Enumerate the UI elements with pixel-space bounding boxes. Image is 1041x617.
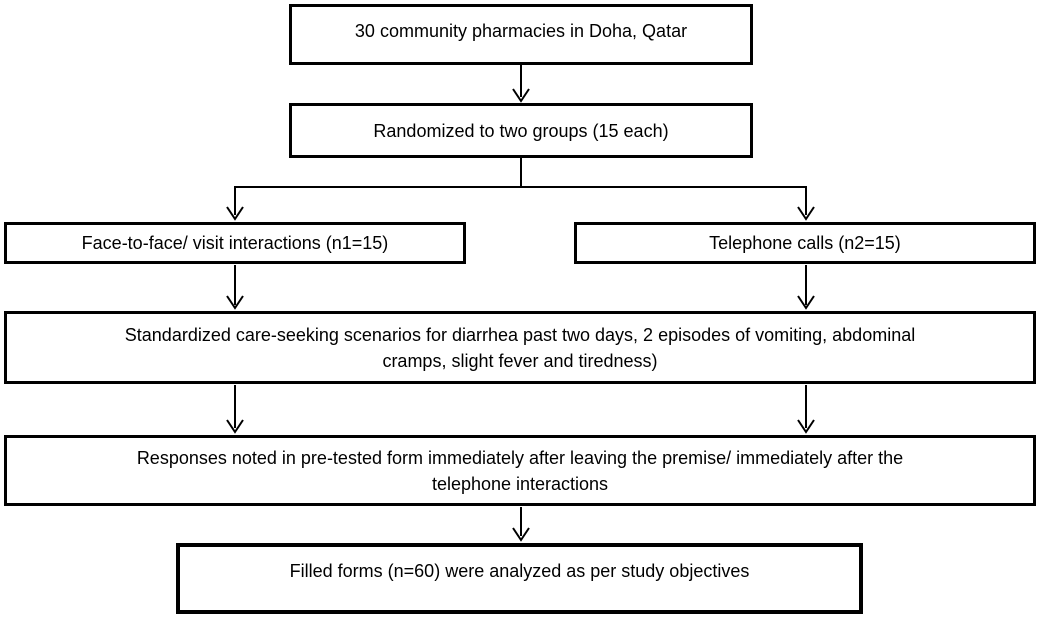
- node-pharmacies: 30 community pharmacies in Doha, Qatar: [289, 4, 753, 65]
- node-analysis: Filled forms (n=60) were analyzed as per…: [176, 543, 863, 614]
- node-responses: Responses noted in pre-tested form immed…: [4, 435, 1036, 506]
- node-randomized: Randomized to two groups (15 each): [289, 103, 753, 158]
- node-face-to-face: Face-to-face/ visit interactions (n1=15): [4, 222, 466, 264]
- node-scenarios-label-line2: cramps, slight fever and tiredness): [382, 350, 658, 371]
- arrow-pharmacies-to-randomized: [512, 65, 530, 103]
- arrow-branch-to-telephone: [797, 186, 815, 221]
- node-scenarios-label-line1: Standardized care-seeking scenarios for …: [124, 324, 916, 345]
- node-telephone-label: Telephone calls (n2=15): [709, 233, 901, 253]
- branch-connector: [235, 158, 806, 188]
- node-face-to-face-label: Face-to-face/ visit interactions (n1=15): [81, 233, 389, 253]
- node-analysis-label: Filled forms (n=60) were analyzed as per…: [289, 561, 750, 581]
- arrow-responses-to-analysis: [512, 507, 530, 542]
- arrow-scenarios-to-responses-left: [226, 385, 244, 434]
- node-responses-label-line2: telephone interactions: [431, 473, 609, 494]
- node-pharmacies-label: 30 community pharmacies in Doha, Qatar: [354, 21, 688, 41]
- arrow-scenarios-to-responses-right: [797, 385, 815, 434]
- node-randomized-label: Randomized to two groups (15 each): [373, 120, 669, 141]
- node-scenarios: Standardized care-seeking scenarios for …: [4, 311, 1036, 384]
- node-responses-label-line1: Responses noted in pre-tested form immed…: [136, 447, 904, 468]
- node-telephone: Telephone calls (n2=15): [574, 222, 1036, 264]
- arrow-face-to-face-to-scenarios: [226, 265, 244, 310]
- arrow-branch-to-face-to-face: [226, 186, 244, 221]
- arrow-telephone-to-scenarios: [797, 265, 815, 310]
